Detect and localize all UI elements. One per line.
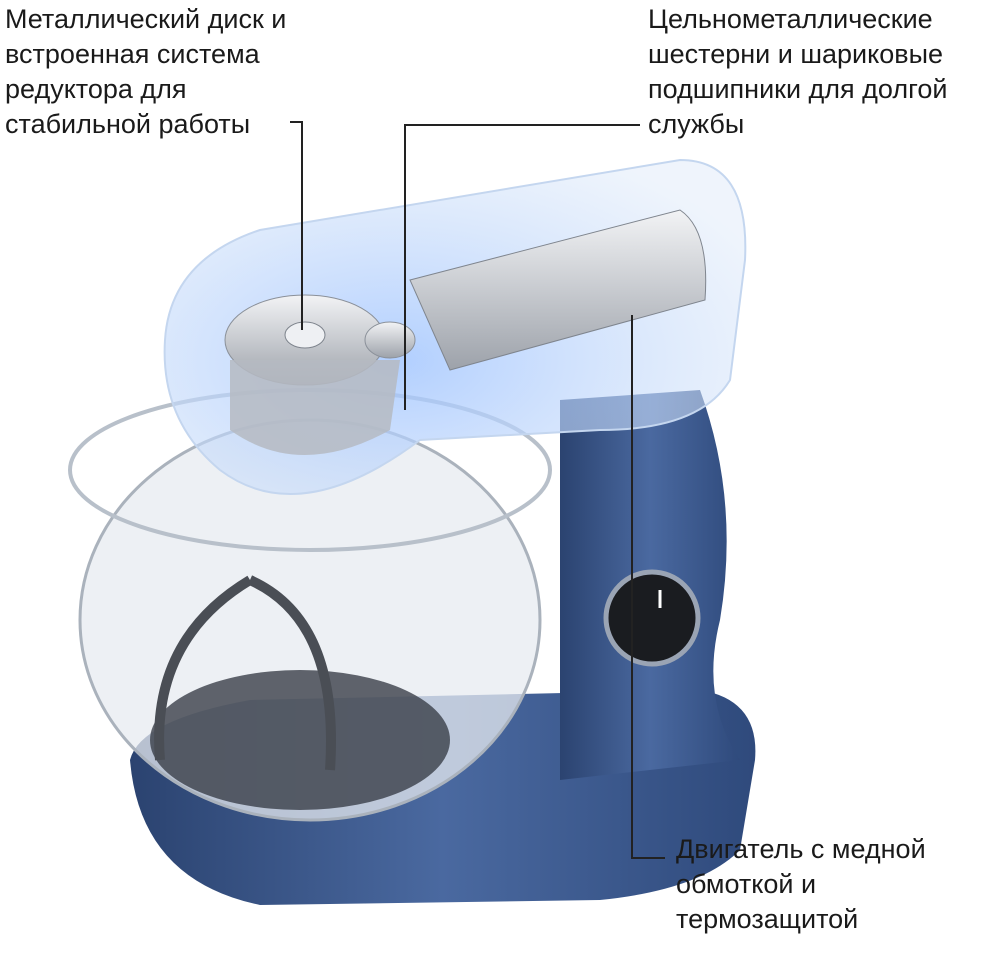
leader-line-gears bbox=[404, 124, 640, 410]
callout-line: подшипники для долгой bbox=[648, 74, 948, 104]
leader-line-disk bbox=[290, 121, 303, 330]
callout-gears: Цельнометаллические шестерни и шариковые… bbox=[648, 2, 947, 142]
callout-line: редуктора для bbox=[5, 74, 187, 104]
callout-line: Двигатель с медной bbox=[676, 834, 926, 864]
callout-motor: Двигатель с медной обмоткой и термозащит… bbox=[676, 832, 926, 937]
speed-knob bbox=[603, 569, 701, 667]
callout-line: стабильной работы bbox=[5, 109, 251, 139]
callout-line: шестерни и шариковые bbox=[648, 39, 944, 69]
callout-line: термозащитой bbox=[676, 904, 859, 934]
callout-line: службы bbox=[648, 109, 745, 139]
callout-line: встроенная система bbox=[5, 39, 260, 69]
callout-line: Цельнометаллические bbox=[648, 4, 933, 34]
leader-line-motor bbox=[631, 315, 665, 859]
motor bbox=[409, 209, 707, 371]
callout-line: Металлический диск и bbox=[5, 4, 287, 34]
callout-metal-disk: Металлический диск и встроенная система … bbox=[5, 2, 286, 142]
callout-line: обмоткой и bbox=[676, 869, 817, 899]
beater bbox=[154, 575, 336, 771]
